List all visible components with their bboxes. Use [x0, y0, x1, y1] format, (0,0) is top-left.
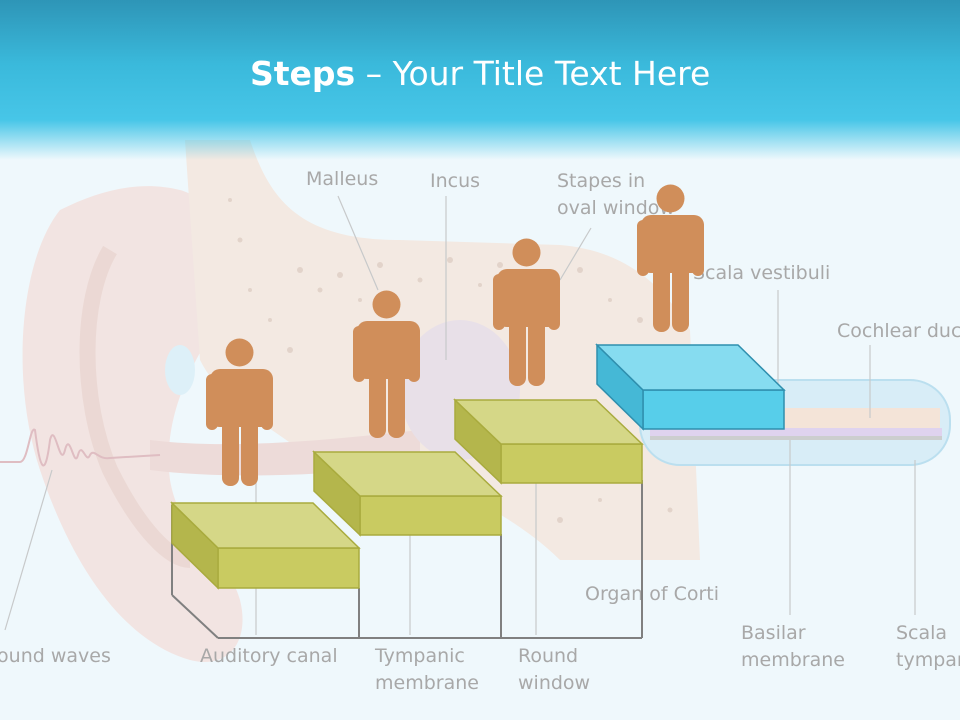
person-icon — [637, 184, 704, 332]
label-scala-tympani: Scala tympani — [896, 620, 960, 674]
label-basilar-line1: Basilar — [741, 622, 806, 644]
label-stapes-line1: Stapes in — [557, 170, 646, 192]
person-icon — [353, 290, 420, 438]
label-scala-tympani-line2: tympani — [896, 649, 960, 671]
label-basilar-membrane: Basilar membrane — [741, 620, 845, 674]
label-stapes: Stapes in oval window — [557, 168, 675, 222]
step-1 — [170, 501, 361, 590]
label-tympanic-line1: Tympanic — [375, 645, 465, 667]
label-stapes-line2: oval window — [557, 197, 675, 219]
person-icon — [206, 338, 273, 486]
label-sound-waves: Sound waves — [0, 645, 111, 667]
title-bold: Steps — [250, 54, 356, 93]
label-incus: Incus — [430, 170, 481, 192]
title-rest: Your Title Text Here — [392, 54, 711, 93]
label-malleus: Malleus — [306, 168, 379, 190]
slide-title: Steps – Your Title Text Here — [250, 54, 710, 93]
label-round-window: Round window — [518, 643, 590, 697]
step-2 — [312, 450, 503, 537]
label-auditory-canal: Auditory canal — [200, 645, 338, 667]
header-band — [0, 0, 960, 160]
label-round-line2: window — [518, 672, 591, 694]
label-tympanic-membrane: Tympanic membrane — [375, 643, 479, 697]
label-tympanic-line2: membrane — [375, 672, 479, 694]
label-scala-tympani-line1: Scala — [896, 622, 948, 644]
label-scala-vestibuli: Scala vestibuli — [693, 262, 831, 284]
label-cochlear-duct: Cochlear duct — [837, 320, 960, 342]
step-4 — [595, 343, 786, 431]
label-organ-of-corti: Organ of Corti — [585, 583, 720, 605]
step-3 — [453, 398, 644, 485]
label-round-line1: Round — [518, 645, 579, 667]
title-separator: – — [355, 54, 393, 93]
person-icon — [493, 238, 560, 386]
label-basilar-line2: membrane — [741, 649, 845, 671]
